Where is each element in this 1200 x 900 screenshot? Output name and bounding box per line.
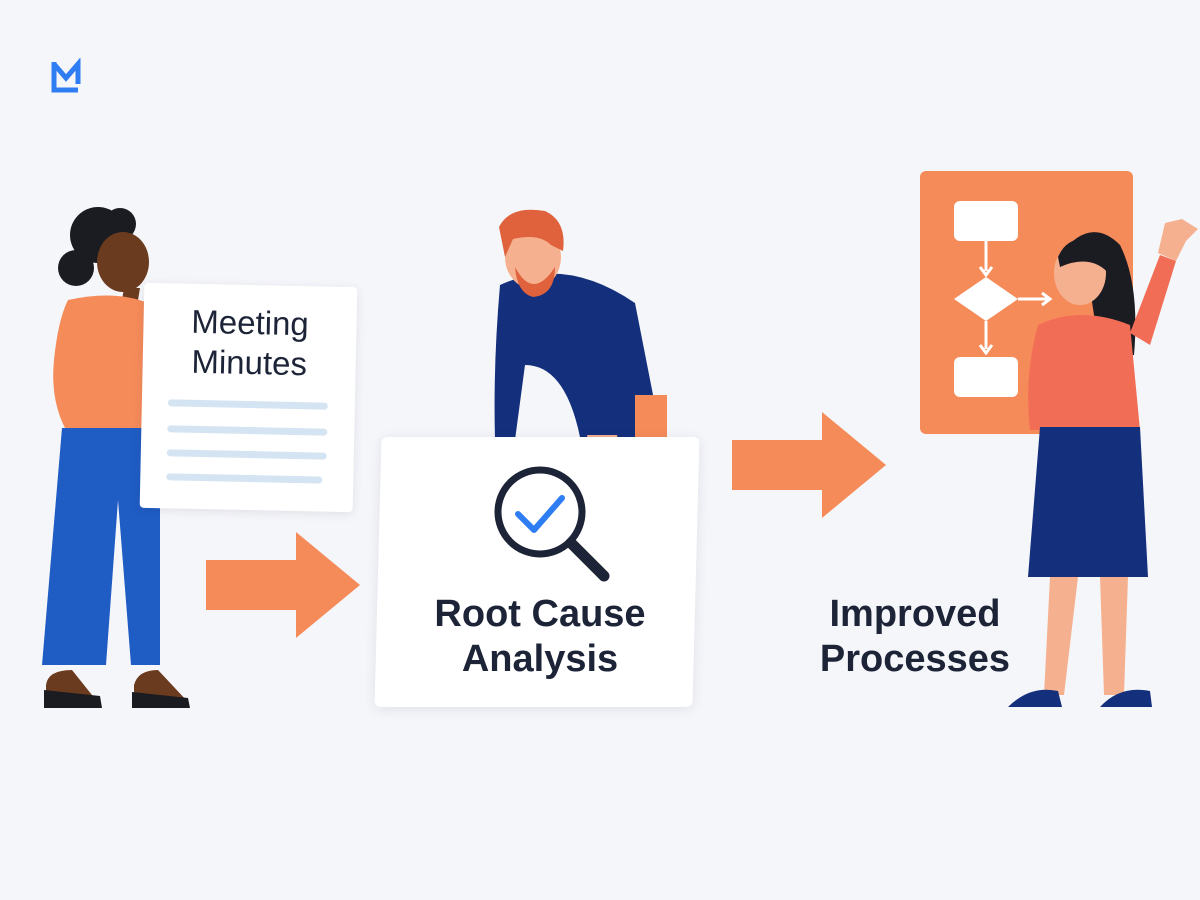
arrow-right-icon bbox=[206, 532, 360, 638]
meeting-minutes-label: Meeting Minutes bbox=[190, 302, 310, 383]
magnifier-check-icon bbox=[494, 466, 610, 582]
document-text-line bbox=[167, 425, 328, 436]
arrow-right-icon bbox=[732, 412, 886, 518]
root-cause-analysis-label: Root Cause Analysis bbox=[434, 593, 646, 680]
presenter-woman-illustration bbox=[1008, 219, 1198, 707]
analyst-illustration bbox=[461, 209, 667, 471]
improved-processes-label: Improved Processes bbox=[819, 593, 1011, 680]
flowchart-icon bbox=[954, 201, 1053, 397]
meeting-minutes-document: Meeting Minutes bbox=[139, 282, 358, 513]
brand-logo-icon bbox=[51, 58, 81, 93]
document-text-line bbox=[167, 399, 328, 410]
document-text-line bbox=[166, 449, 327, 460]
document-text-line bbox=[166, 473, 323, 484]
presenter-illustration bbox=[42, 207, 190, 708]
